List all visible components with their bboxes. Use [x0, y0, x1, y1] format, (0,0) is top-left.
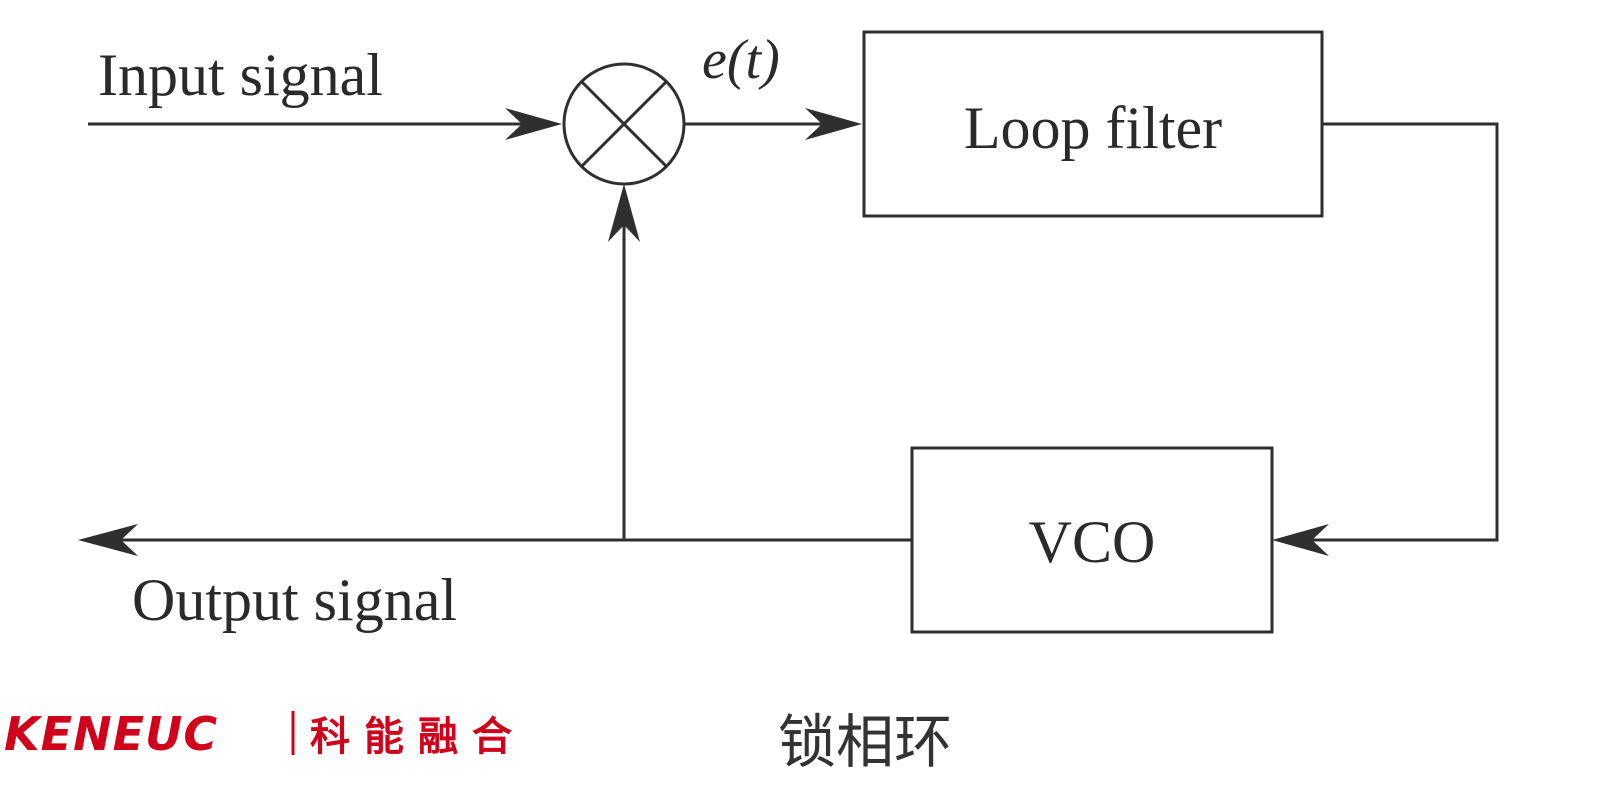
input-arrow-icon: [505, 108, 562, 140]
multiply-circle-icon: [562, 62, 686, 186]
feedback-arrow-icon: [608, 184, 640, 242]
output-arrow-icon: [78, 524, 138, 556]
filter-to-vco-line: [1292, 122, 1499, 542]
vco-input-arrow-icon: [1272, 524, 1329, 556]
loop-filter-block: [862, 30, 1324, 218]
output-signal-label: Output signal: [132, 567, 457, 633]
vco-block: [910, 446, 1274, 634]
vco-label: VCO: [1029, 509, 1156, 575]
error-arrow-icon: [805, 108, 862, 140]
diagram-caption: 锁相环: [778, 708, 952, 776]
brand-logo-text: KENEUC: [4, 707, 218, 761]
brand-logo-chinese: 科能融合: [310, 714, 526, 760]
error-signal-label: e(t): [702, 29, 780, 91]
input-signal-label: Input signal: [98, 42, 383, 108]
brand-logo: KENEUC 科能融合: [4, 707, 526, 761]
loop-filter-label: Loop filter: [964, 95, 1222, 161]
